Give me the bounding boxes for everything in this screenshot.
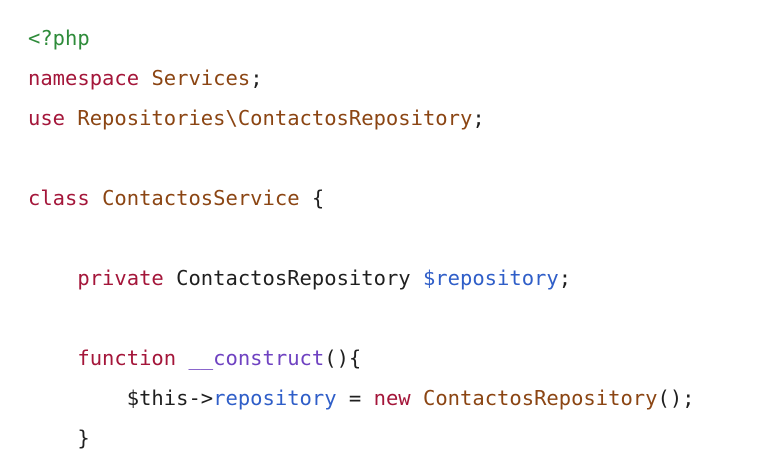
code-line (28, 138, 695, 178)
code-line: $this->repository = new ContactosReposit… (28, 378, 695, 418)
code-token-type: Repositories\ContactosRepository (77, 106, 473, 130)
code-line: } (28, 418, 695, 458)
code-line: private ContactosRepository $repository; (28, 258, 695, 298)
code-token-function: __construct (188, 346, 325, 370)
code-token-text: ; (472, 106, 485, 130)
code-token-text (28, 346, 77, 370)
code-token-text: } (28, 426, 90, 450)
code-line: <?php (28, 18, 695, 58)
code-token-text (176, 346, 188, 370)
code-line: namespace Services; (28, 58, 695, 98)
code-token-text: = (336, 386, 374, 410)
code-line: use Repositories\ContactosRepository; (28, 98, 695, 138)
code-token-variable: $repository (422, 266, 559, 290)
code-token-text: -> (188, 386, 214, 410)
code-token-keyword: new (373, 386, 411, 410)
code-token-keyword: class (28, 186, 90, 210)
code-token-text (28, 266, 77, 290)
code-line: function __construct(){ (28, 338, 695, 378)
code-token-keyword: namespace (28, 66, 140, 90)
code-line (28, 298, 695, 338)
code-line (28, 218, 695, 258)
code-token-keyword: use (28, 106, 66, 130)
code-token-variable: repository (213, 386, 337, 410)
code-line: class ContactosService { (28, 178, 695, 218)
code-token-text: ; (250, 66, 263, 90)
code-token-text: ; (558, 266, 572, 290)
code-token-text (28, 386, 127, 410)
code-token-type: ContactosRepository (422, 386, 658, 410)
code-token-tag: <?php (28, 26, 90, 50)
code-token-text: (){ (324, 346, 362, 370)
code-token-text: ContactosRepository (163, 266, 423, 290)
code-token-text: (); (657, 386, 695, 410)
code-token-type: ContactosService (102, 186, 300, 210)
code-token-keyword: function (77, 346, 177, 370)
code-token-text (90, 186, 102, 210)
code-token-text: $this (126, 386, 189, 410)
code-token-type: Services (151, 66, 251, 90)
code-token-text: { (299, 186, 325, 210)
code-token-text (411, 386, 423, 410)
code-token-text (139, 66, 151, 90)
code-token-keyword: private (77, 266, 164, 290)
code-token-text (65, 106, 77, 130)
